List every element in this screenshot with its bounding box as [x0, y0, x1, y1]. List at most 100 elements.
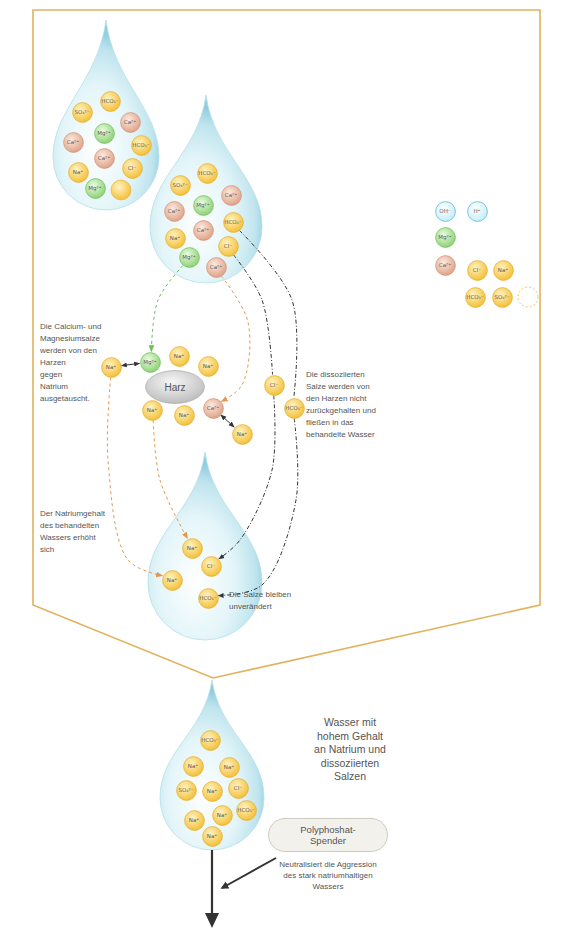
ion-circle: H⁺ [467, 201, 488, 222]
ion-outline [228, 778, 248, 798]
ion-label: Mg²⁺ [97, 130, 110, 136]
ion-outline [170, 175, 190, 195]
flow-arrowhead [205, 913, 219, 928]
ion-label: Mg²⁺ [438, 234, 451, 240]
empty-ion [518, 287, 538, 307]
dispenser-box: Polyphoshat- Spender [268, 818, 388, 852]
ion-circle: Na⁺ [174, 405, 195, 426]
ion-label: Na⁺ [73, 169, 83, 175]
ion-circle: OH⁻ [435, 201, 456, 222]
callout-note: Wasser mit hohem Gehalt an Natrium und d… [311, 716, 389, 784]
ion-circle: HCO₃⁻ [198, 588, 219, 609]
ion-circle: Na⁺ [142, 400, 163, 421]
ion-outline [492, 287, 512, 307]
ion-label: Na⁺ [170, 235, 180, 241]
ion-outline [236, 800, 256, 820]
ion-label: SO₄²⁻ [494, 294, 509, 300]
callout-text: Wasser mit hohem Gehalt an Natrium und d… [314, 716, 386, 782]
ion-outline [131, 135, 151, 155]
ion-outline [200, 730, 220, 750]
ion-outline [465, 287, 485, 307]
ion-label: Ca²⁺ [210, 264, 222, 270]
ion-label: Cl⁻ [473, 267, 481, 273]
ion-outline [101, 357, 121, 377]
ion-circle: SO₄²⁻ [492, 287, 513, 308]
flow-arrow [234, 255, 273, 375]
ion-circle: Ca²⁺ [63, 132, 84, 153]
ion-label: Cl⁻ [128, 165, 136, 171]
ion-outline [264, 375, 284, 395]
ion-circle: HCO₃⁻ [131, 135, 152, 156]
ion-label: Mg²⁺ [143, 359, 156, 365]
ion-outline [435, 201, 455, 221]
ion-circle: Na⁺ [162, 570, 183, 591]
ion-circle: Na⁺ [493, 260, 514, 281]
callout-text: Die Calcium- und Magnesiumsalze werden v… [40, 322, 101, 403]
ion-circle: Mg²⁺ [85, 178, 106, 199]
ion-outline [140, 352, 160, 372]
ion-circle: Na⁺ [202, 781, 223, 802]
water-drop [148, 452, 262, 640]
ion-outline [72, 102, 92, 122]
dispenser-outline [269, 819, 388, 852]
ion-label: HCO₃⁻ [199, 595, 216, 601]
ion-outline [100, 91, 120, 111]
ion-circle: HCO₃⁻ [223, 212, 244, 233]
ion-circle: Na⁺ [165, 228, 186, 249]
ion-label: Na⁺ [167, 577, 177, 583]
ion-circle: Na⁺ [202, 826, 223, 847]
callout-text: Die Salze bleiben unverändert [229, 590, 291, 611]
water-drop [160, 680, 264, 850]
ion-circle: Na⁺ [182, 538, 203, 559]
ion-circle: Mg²⁺ [94, 123, 115, 144]
ion-label: Cl⁻ [207, 563, 215, 569]
ion-circle: Mg²⁺ [193, 195, 214, 216]
ion-circle: Ca²⁺ [164, 201, 185, 222]
ion-circle: Cl⁻ [218, 236, 239, 257]
ion-outline [435, 227, 455, 247]
flow-arrow [151, 266, 183, 352]
ion-outline [169, 346, 189, 366]
ion-circle: Na⁺ [169, 346, 190, 367]
ion-outline [162, 570, 182, 590]
ion-circle: Cl⁻ [122, 158, 143, 179]
ion-outline [179, 247, 199, 267]
ion-circle: HCO₃⁻ [197, 163, 218, 184]
ion-label: Na⁺ [189, 817, 199, 823]
ion-outline [183, 756, 203, 776]
ion-circle: Ca²⁺ [193, 220, 214, 241]
ion-circle: Ca²⁺ [221, 185, 242, 206]
ion-circle: Na⁺ [198, 356, 219, 377]
ion-outline [193, 220, 213, 240]
ion-label: Ca²⁺ [207, 405, 219, 411]
ion-circle: Mg²⁺ [140, 352, 161, 373]
ion-circle: Na⁺ [219, 757, 240, 778]
ion-outline [198, 588, 218, 608]
ion-label: Na⁺ [187, 545, 197, 551]
ion-outline [284, 398, 304, 418]
ion-label: Mg²⁺ [88, 185, 101, 191]
callout-note: Die Salze bleiben unverändert [229, 589, 319, 613]
ion-label: Ca²⁺ [124, 119, 136, 125]
ion-circle: Na⁺ [232, 424, 253, 445]
ion-outline [142, 400, 162, 420]
ion-outline [197, 163, 217, 183]
ion-outline [193, 195, 213, 215]
ion-label: Cl⁻ [234, 785, 242, 791]
node-text: Polyphoshat- Spender [282, 824, 374, 846]
ion-outline [221, 185, 241, 205]
ion-label: SO₄²⁻ [172, 182, 187, 188]
ion-label: SO₄²⁻ [178, 787, 193, 793]
resin-ellipse: Harz [145, 370, 205, 404]
ion-outline [223, 212, 243, 232]
ion-label: HCO₃⁻ [101, 98, 118, 104]
ion-label: Na⁺ [207, 833, 217, 839]
ion-outline [85, 178, 105, 198]
ion-circle: Na⁺ [212, 805, 233, 826]
water-drop [53, 20, 159, 210]
ion-outline [63, 132, 83, 152]
callout-text: Neutralisiert die Aggression des stark n… [279, 860, 376, 891]
ion-label: Na⁺ [207, 788, 217, 794]
